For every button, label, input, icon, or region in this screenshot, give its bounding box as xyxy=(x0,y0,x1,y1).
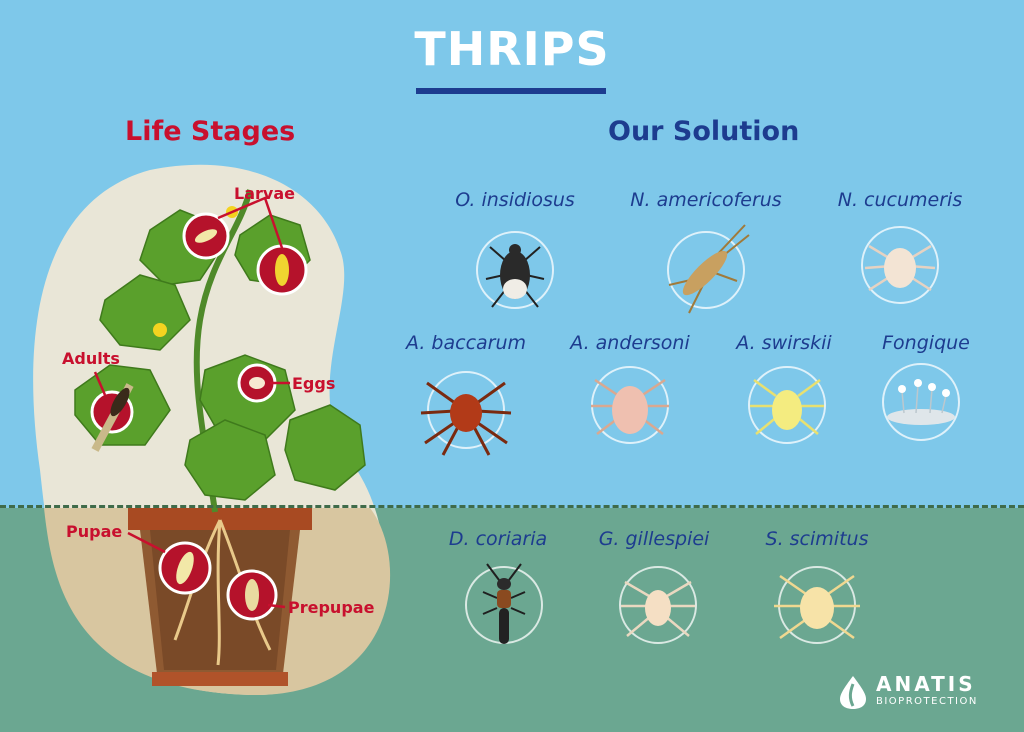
species-label: A. andersoni xyxy=(570,332,690,354)
species-label: O. insidiosus xyxy=(455,189,575,211)
species-circle xyxy=(619,566,697,644)
life-stages-heading: Life Stages xyxy=(125,116,296,147)
species-label: Fongique xyxy=(882,332,970,354)
rove-beetle-icon xyxy=(482,563,526,644)
flower xyxy=(153,323,167,337)
species-circle xyxy=(882,363,960,441)
adults-label: Adults xyxy=(62,349,120,368)
mirid-bug-icon xyxy=(668,224,750,314)
larvae-label: Larvae xyxy=(234,184,295,203)
red-mite-icon xyxy=(420,381,512,456)
mite-icon xyxy=(750,378,824,435)
species-circle xyxy=(748,366,826,444)
species-circle xyxy=(774,566,860,644)
species-label: A. swirskii xyxy=(736,332,832,354)
species-label: S. scimitus xyxy=(765,528,869,550)
species-label: N. cucumeris xyxy=(837,189,963,211)
species-label: N. americoferus xyxy=(630,189,782,211)
mite-icon xyxy=(621,580,695,637)
prepupae-label: Prepupae xyxy=(288,598,375,617)
species-circle xyxy=(861,226,939,304)
fungus-icon xyxy=(887,379,955,425)
plant-illustration xyxy=(33,164,391,696)
title-underline xyxy=(416,88,606,94)
mite-icon xyxy=(864,244,936,292)
egg-icon xyxy=(249,377,265,389)
species-circle xyxy=(591,366,669,444)
mite-icon xyxy=(774,574,860,640)
leaf-drop-icon xyxy=(840,676,866,709)
adult-thrips-icon xyxy=(91,383,134,452)
thrips-icon xyxy=(176,229,289,611)
species-circle xyxy=(465,563,543,644)
logo-subtitle: BIOPROTECTION xyxy=(876,696,978,707)
species-circle xyxy=(667,224,750,314)
species-label: G. gillespiei xyxy=(598,528,710,550)
species-label: D. coriaria xyxy=(448,528,548,550)
eggs-label: Eggs xyxy=(292,374,336,393)
page-title: THRIPS xyxy=(414,22,610,76)
species-circle xyxy=(420,371,512,456)
pot-icon xyxy=(128,508,312,686)
ground-line xyxy=(0,505,1024,508)
species-circle xyxy=(476,231,554,309)
mite-icon xyxy=(591,378,669,435)
leaf xyxy=(99,274,191,351)
pirate-bug-icon xyxy=(485,244,545,308)
species-label: A. baccarum xyxy=(405,332,527,354)
logo-name: ANATIS xyxy=(876,672,976,696)
our-solution-heading: Our Solution xyxy=(608,116,800,147)
pupae-label: Pupae xyxy=(66,522,123,541)
leaf xyxy=(284,404,366,491)
leaf xyxy=(184,419,276,501)
